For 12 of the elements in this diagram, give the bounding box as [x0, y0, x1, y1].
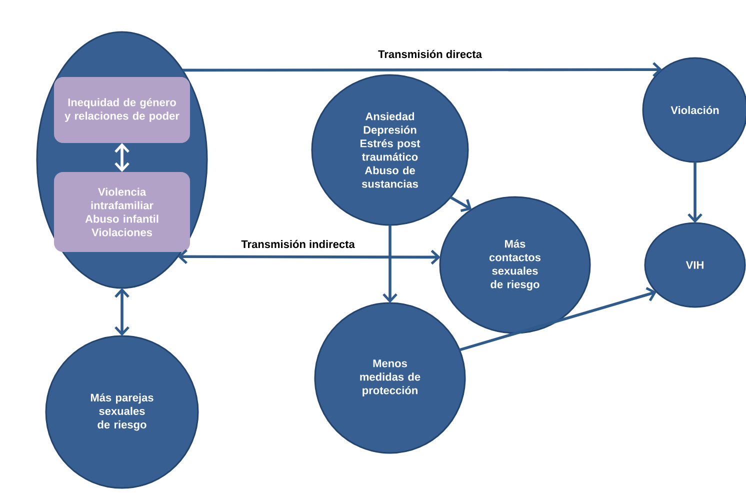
arrow — [459, 287, 657, 352]
text-box: Inequidad de género y relaciones de poder — [54, 77, 190, 143]
edge-label: Transmisión indirecta — [240, 238, 356, 250]
text-box: Violencia intrafamiliar Abuso infantil Violaciones — [54, 172, 190, 252]
arrow — [450, 196, 472, 212]
arrow — [114, 288, 130, 336]
arrow — [182, 62, 662, 78]
arrow — [382, 225, 398, 303]
arrow — [114, 143, 130, 172]
arrow — [688, 162, 702, 223]
edge-label: Transmisión directa — [377, 48, 483, 60]
arrow — [178, 249, 440, 265]
